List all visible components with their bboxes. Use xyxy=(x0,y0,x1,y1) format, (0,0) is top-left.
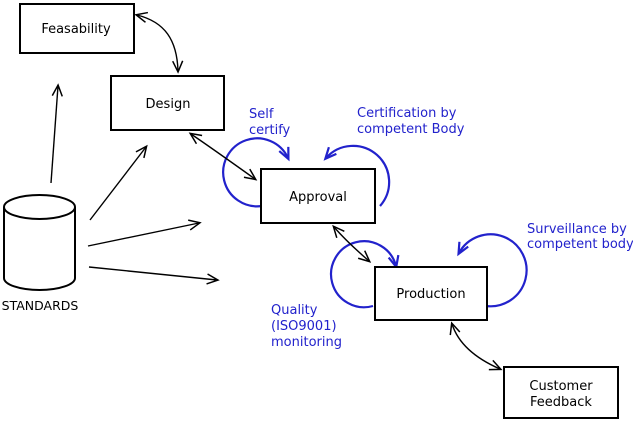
arrow-feasability-design xyxy=(134,11,184,74)
feasability-label: Feasability xyxy=(41,22,111,37)
node-production xyxy=(374,266,488,321)
customer-feedback-label-line1: Customer xyxy=(529,379,593,394)
production-label: Production xyxy=(396,287,465,302)
quality-label-line1: Quality xyxy=(271,303,318,318)
node-approval xyxy=(260,168,376,224)
cylinder-top xyxy=(3,194,76,220)
certification-label-line2: competent Body xyxy=(357,122,465,137)
standards-label: STANDARDS xyxy=(2,298,79,313)
node-customer-feedback xyxy=(503,366,619,419)
cylinder-body xyxy=(3,207,76,291)
arrow-standards-approval xyxy=(87,219,202,247)
arrow-standards-feasability xyxy=(50,83,63,184)
approval-label: Approval xyxy=(289,190,347,205)
self-certify-label-line2: certify xyxy=(249,123,291,138)
quality-label-line3: monitoring xyxy=(271,335,342,350)
design-label: Design xyxy=(146,97,191,112)
certification-loop-arrow xyxy=(323,144,391,207)
arrow-production-customer-feedback xyxy=(449,321,503,371)
standards-cylinder xyxy=(3,194,76,291)
arrow-design-approval xyxy=(188,132,258,181)
certification-label-line1: Certification by xyxy=(357,106,457,121)
quality-label-line2: (ISO9001) xyxy=(271,319,337,334)
node-design xyxy=(110,75,225,131)
arrow-standards-design xyxy=(89,144,148,221)
arrow-standards-production xyxy=(88,266,220,285)
self-certify-label-line1: Self xyxy=(249,107,274,122)
surveillance-label-line2: competent body xyxy=(527,237,633,252)
arrow-approval-production xyxy=(332,224,372,263)
node-feasability xyxy=(19,3,135,54)
customer-feedback-label-line2: Feedback xyxy=(530,395,592,410)
surveillance-label-line1: Surveillance by xyxy=(527,222,627,237)
surveillance-loop-arrow xyxy=(457,233,528,308)
